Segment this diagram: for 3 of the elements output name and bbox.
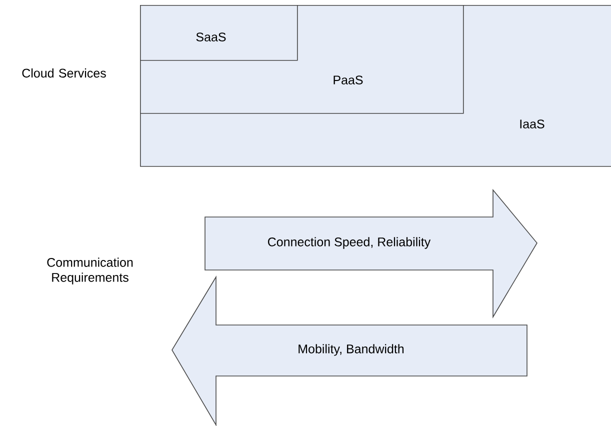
side-label: Cloud Services bbox=[22, 68, 106, 78]
layer-box: SaaS bbox=[140, 5, 298, 61]
side-label: Communication Requirements bbox=[47, 258, 133, 284]
